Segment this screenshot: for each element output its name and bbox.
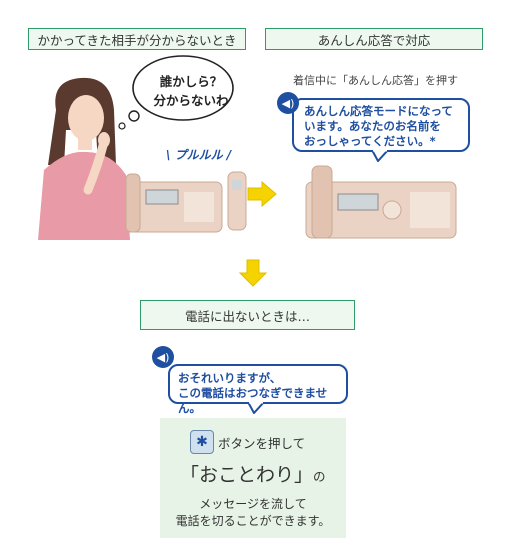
label-anshin-response: あんしん応答で対応 <box>265 28 483 50</box>
decline-speech-bubble: おそれいりますが、 この電話はおつなぎできません。 <box>168 364 348 415</box>
thought-bubble <box>118 55 234 130</box>
label-anshin-response-text: あんしん応答で対応 <box>317 32 431 48</box>
arrow-down-icon <box>238 259 268 287</box>
phone-device-right <box>305 165 457 239</box>
decline-line-2: この電話はおつなぎできません。 <box>178 386 328 415</box>
arrow-right-icon <box>247 180 277 208</box>
phone-device-left <box>125 171 247 233</box>
message-line-2: 電話を切ることができます。 <box>175 514 331 528</box>
label-no-answer: 電話に出ないときは… <box>140 300 355 330</box>
anshin-speech-bubble: あんしん応答モードになって います。あなたのお名前を おっしゃってください。* <box>292 98 470 152</box>
keypad-button-icon: ✱ <box>190 430 214 454</box>
label-no-answer-text: 電話に出ないときは… <box>184 308 310 324</box>
decline-line-1: おそれいりますが、 <box>178 371 282 385</box>
refusal-row: 「おことわり」の <box>180 460 326 487</box>
anshin-bubble-tail <box>372 150 388 162</box>
refusal-panel: ✱ ボタンを押して 「おことわり」の メッセージを流して 電話を切ることができま… <box>160 418 346 538</box>
ring-mark-right: / <box>226 148 232 162</box>
ring-mark-left: \ <box>166 148 171 162</box>
anshin-line-1: あんしん応答モードになって <box>304 104 453 118</box>
ring-text-label: プルルル <box>174 148 223 162</box>
refusal-text: 「おことわり」 <box>180 464 314 486</box>
thought-line-2: 分からないわ <box>153 93 229 108</box>
message-line-1: メッセージを流して <box>199 497 307 511</box>
instruction-text: 着信中に「あんしん応答」を押す <box>268 72 483 88</box>
anshin-line-2: います。あなたのお名前を <box>304 119 441 133</box>
speaker-icon: ◀) <box>277 92 299 114</box>
message-text: メッセージを流して 電話を切ることができます。 <box>160 496 346 530</box>
woman-illustration <box>38 77 130 240</box>
decline-bubble-tail <box>248 402 264 414</box>
button-row: ✱ ボタンを押して <box>190 430 305 454</box>
button-text: ボタンを押して <box>218 435 306 451</box>
label-unknown-caller-text: かかってきた相手が分からないとき <box>37 32 237 48</box>
ring-text: \ プルルル / <box>166 146 231 163</box>
refusal-suffix: の <box>313 469 326 484</box>
thought-line-1: 誰かしら？ <box>159 74 223 89</box>
thought-text: 誰かしら？ 分からないわ <box>146 72 236 110</box>
speaker-icon: ◀) <box>152 346 174 368</box>
instruction-label: 着信中に「あんしん応答」を押す <box>293 74 458 87</box>
label-unknown-caller: かかってきた相手が分からないとき <box>28 28 246 50</box>
anshin-line-3: おっしゃってください。* <box>304 134 436 148</box>
